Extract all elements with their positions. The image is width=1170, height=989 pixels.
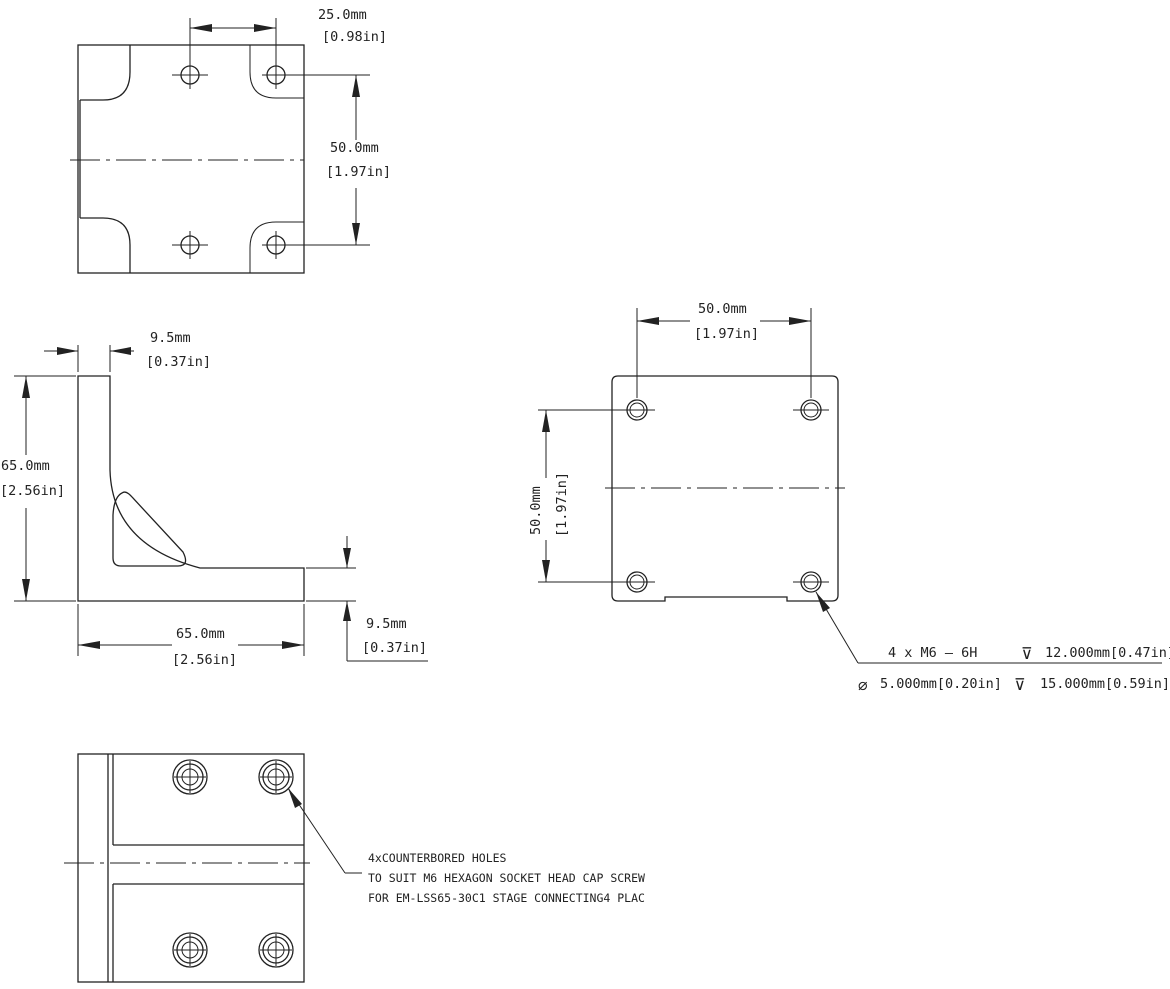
- top-view-fillet-bottom: [80, 217, 131, 273]
- dim-front-v-in: [1.97in]: [554, 472, 570, 537]
- callout-thread-depth: 12.000mm[0.47in]: [1045, 645, 1170, 661]
- counterbore-hole-tr: [258, 759, 294, 795]
- top-view-corner-tr: [249, 45, 304, 99]
- top-view-hole-bl: [172, 231, 208, 259]
- top-view-hole-tl: [172, 61, 208, 89]
- top-view-outline: [77, 44, 305, 274]
- front-view: 50.0mm [1.97in] 50.0mm [1.97in] 4 x M6 –…: [528, 301, 1170, 694]
- dim-side-height-in: [2.56in]: [0, 483, 65, 499]
- counterbore-hole-tl: [172, 759, 208, 795]
- dim-front-v-mm: 50.0mm: [528, 486, 544, 535]
- side-view-cutout: [112, 491, 187, 567]
- dim-side-height-mm: 65.0mm: [1, 458, 50, 474]
- dim-side-base-in: [0.37in]: [362, 640, 427, 656]
- top-view-hole-br: [262, 231, 290, 259]
- front-view-hole-tr: [793, 399, 829, 421]
- depth-symbol-2: ⊽: [1014, 675, 1026, 694]
- bottom-view: 4xCOUNTERBORED HOLES TO SUIT M6 HEXAGON …: [64, 753, 645, 983]
- dim-side-top-mm: 9.5mm: [150, 330, 191, 346]
- diameter-symbol: ⌀: [858, 675, 868, 694]
- dim-front-h-mm: 50.0mm: [698, 301, 747, 317]
- front-view-outline: [611, 375, 839, 602]
- callout-drill-depth: 15.000mm[0.59in]: [1040, 676, 1170, 692]
- top-view-fillet-top: [80, 45, 131, 101]
- front-view-hole-br: [793, 571, 829, 593]
- depth-symbol: ⊽: [1021, 644, 1033, 663]
- side-view: 9.5mm [0.37in] 65.0mm [2.56in] 65.0mm [2…: [0, 330, 428, 668]
- callout-thread: 4 x M6 – 6H: [888, 645, 977, 661]
- note-line-3: FOR EM-LSS65-30C1 STAGE CONNECTING4 PLAC: [368, 891, 645, 905]
- top-view-hole-tr: [262, 61, 290, 89]
- note-line-2: TO SUIT M6 HEXAGON SOCKET HEAD CAP SCREW: [368, 871, 645, 885]
- dim-side-base-mm: 9.5mm: [366, 616, 407, 632]
- dim-top-h-mm: 25.0mm: [318, 7, 367, 23]
- dim-side-top-in: [0.37in]: [146, 354, 211, 370]
- dim-top-h-in: [0.98in]: [322, 29, 387, 45]
- dim-top-v-in: [1.97in]: [326, 164, 391, 180]
- counterbore-hole-bl: [172, 932, 208, 968]
- dim-front-h-in: [1.97in]: [694, 326, 759, 342]
- bottom-view-outline: [77, 753, 305, 983]
- note-line-1: 4xCOUNTERBORED HOLES: [368, 851, 507, 865]
- side-view-outline: [77, 375, 305, 602]
- counterbore-hole-br: [258, 932, 294, 968]
- top-view: 25.0mm [0.98in] 50.0mm [1.97in]: [70, 7, 391, 274]
- dim-top-v-mm: 50.0mm: [330, 140, 379, 156]
- dim-side-length-in: [2.56in]: [172, 652, 237, 668]
- callout-drill: 5.000mm[0.20in]: [880, 676, 1002, 692]
- dim-side-length-mm: 65.0mm: [176, 626, 225, 642]
- top-view-corner-br: [249, 221, 304, 273]
